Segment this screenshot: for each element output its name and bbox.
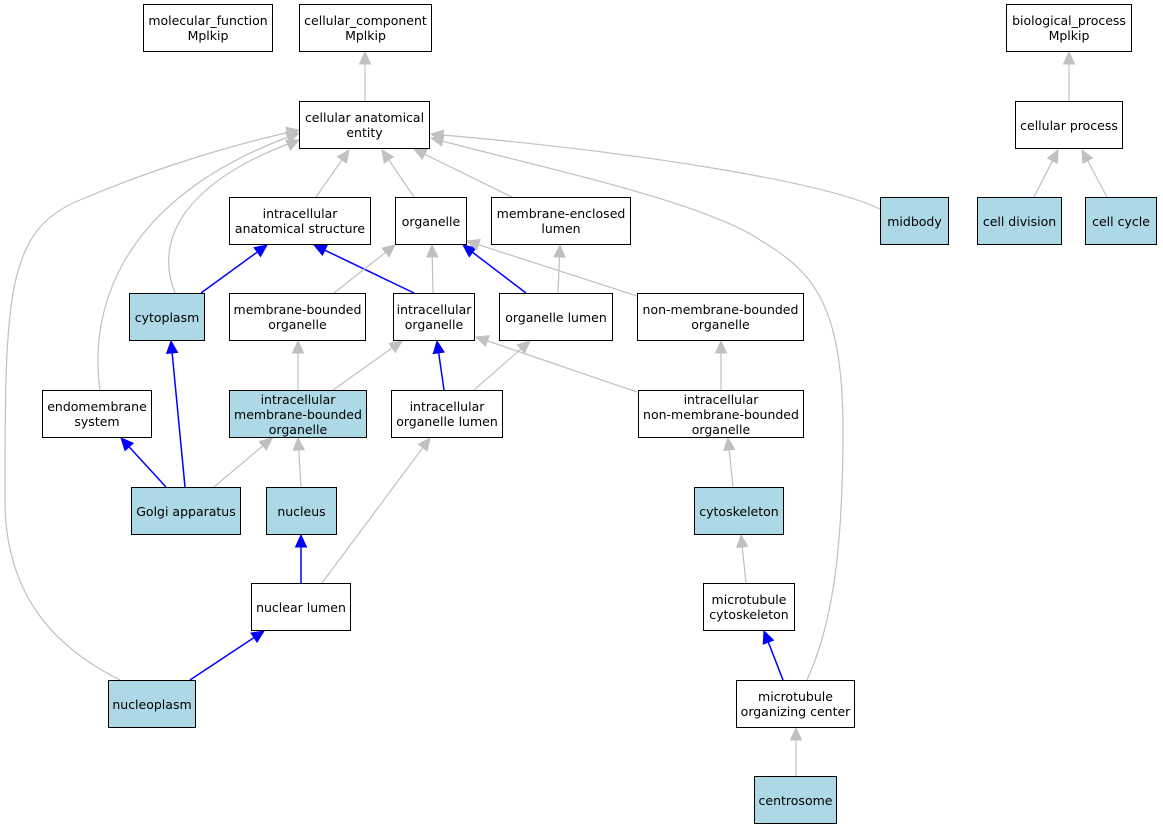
edge-intracellular-non-membrane-bounded-organelle-to-intracellular-organelle bbox=[487, 340, 638, 393]
node-intracellular-organelle-lumen[interactable]: intracellular organelle lumen bbox=[391, 390, 503, 438]
edge-cytoplasm-to-intracellular-anatomical-structure-arrowhead bbox=[253, 244, 268, 258]
edge-microtubule-organizing-center-to-microtubule-cytoskeleton bbox=[767, 641, 784, 681]
node-intracellular-non-membrane-bounded-organelle[interactable]: intracellular non-membrane-bounded organ… bbox=[638, 390, 804, 438]
node-intracellular-organelle[interactable]: intracellular organelle bbox=[393, 293, 475, 341]
node-non-membrane-bounded-organelle[interactable]: non-membrane-bounded organelle bbox=[637, 293, 804, 341]
edge-golgi-apparatus-to-cytoplasm bbox=[171, 352, 186, 488]
node-intracellular-membrane-bounded-organelle[interactable]: intracellular membrane-bounded organelle bbox=[229, 390, 367, 438]
edge-intracellular-organelle-to-intracellular-anatomical-structure bbox=[324, 249, 415, 294]
edge-intracellular-membrane-bounded-organelle-to-membrane-bounded-organelle-arrowhead bbox=[291, 339, 305, 354]
edge-nucleus-to-intracellular-membrane-bounded-organelle-arrowhead bbox=[292, 436, 306, 451]
node-centrosome[interactable]: centrosome bbox=[754, 776, 837, 824]
node-nucleus[interactable]: nucleus bbox=[266, 487, 337, 535]
node-cellular-anatomical-entity[interactable]: cellular anatomical entity bbox=[299, 101, 430, 149]
edge-golgi-apparatus-to-intracellular-membrane-bounded-organelle-arrowhead bbox=[258, 437, 273, 451]
edge-cytoplasm-to-cellular-anatomical-entity-arrowhead bbox=[285, 139, 301, 151]
node-cellular-process[interactable]: cellular process bbox=[1015, 101, 1123, 149]
edge-intracellular-anatomical-structure-to-cellular-anatomical-entity bbox=[315, 159, 343, 198]
edge-membrane-bounded-organelle-to-organelle bbox=[333, 251, 386, 294]
edge-nuclear-lumen-to-nucleus-arrowhead bbox=[294, 533, 308, 548]
edge-membrane-bounded-organelle-to-organelle-arrowhead bbox=[381, 244, 396, 258]
edge-cell-division-to-cellular-process bbox=[1033, 160, 1054, 198]
edge-cell-cycle-to-cellular-process-arrowhead bbox=[1081, 148, 1094, 164]
edge-organelle-lumen-to-membrane-enclosed-lumen bbox=[557, 256, 561, 294]
edge-intracellular-organelle-lumen-to-organelle-lumen bbox=[473, 348, 522, 391]
edge-golgi-apparatus-to-cytoplasm-arrowhead bbox=[165, 339, 179, 355]
edge-nuclear-lumen-to-intracellular-organelle-lumen bbox=[321, 447, 424, 584]
node-endomembrane-system[interactable]: endomembrane system bbox=[42, 390, 152, 438]
edge-nucleoplasm-to-nuclear-lumen bbox=[189, 636, 255, 681]
node-nucleoplasm[interactable]: nucleoplasm bbox=[108, 680, 196, 728]
edge-centrosome-to-microtubule-organizing-center-arrowhead bbox=[789, 726, 803, 741]
edge-microtubule-organizing-center-to-cellular-anatomical-entity-arrowhead bbox=[429, 134, 445, 147]
edge-nucleus-to-intracellular-membrane-bounded-organelle bbox=[298, 449, 302, 488]
node-membrane-enclosed-lumen[interactable]: membrane-enclosed lumen bbox=[491, 197, 631, 245]
edge-organelle-to-cellular-anatomical-entity bbox=[388, 159, 415, 198]
edge-golgi-apparatus-to-endomembrane-system bbox=[128, 446, 167, 488]
node-molecular-function[interactable]: molecular_function Mplkip bbox=[143, 4, 273, 52]
edge-cytoskeleton-to-intracellular-non-membrane-bounded-organelle bbox=[728, 449, 734, 488]
edge-non-membrane-bounded-organelle-to-organelle bbox=[478, 244, 638, 297]
node-nuclear-lumen[interactable]: nuclear lumen bbox=[251, 583, 351, 631]
edge-midbody-to-cellular-anatomical-entity bbox=[430, 133, 881, 210]
node-cytoskeleton[interactable]: cytoskeleton bbox=[694, 487, 784, 535]
node-cytoplasm[interactable]: cytoplasm bbox=[129, 293, 205, 341]
edge-microtubule-organizing-center-to-cellular-anatomical-entity bbox=[430, 137, 844, 681]
edge-intracellular-organelle-lumen-to-intracellular-organelle-arrowhead bbox=[432, 339, 445, 355]
node-midbody[interactable]: midbody bbox=[880, 197, 949, 245]
node-biological-process[interactable]: biological_process Mplkip bbox=[1006, 4, 1132, 52]
edge-intracellular-membrane-bounded-organelle-to-intracellular-organelle bbox=[332, 347, 393, 391]
node-microtubule-organizing-center[interactable]: microtubule organizing center bbox=[736, 680, 855, 728]
node-membrane-bounded-organelle[interactable]: membrane-bounded organelle bbox=[229, 293, 366, 341]
edge-nucleoplasm-to-cellular-anatomical-entity bbox=[4, 129, 300, 681]
edge-organelle-lumen-to-membrane-enclosed-lumen-arrowhead bbox=[553, 243, 566, 258]
edge-intracellular-organelle-to-organelle bbox=[431, 256, 434, 294]
edge-microtubule-cytoskeleton-to-cytoskeleton-arrowhead bbox=[736, 533, 749, 549]
edge-nuclear-lumen-to-intracellular-organelle-lumen-arrowhead bbox=[417, 437, 431, 452]
edge-nucleoplasm-to-cellular-anatomical-entity-arrowhead bbox=[285, 126, 301, 139]
edge-cytoplasm-to-cellular-anatomical-entity bbox=[168, 139, 300, 294]
edge-organelle-lumen-to-organelle bbox=[472, 251, 527, 294]
edge-membrane-enclosed-lumen-to-cellular-anatomical-entity-arrowhead bbox=[412, 148, 428, 161]
node-intracellular-anatomical-structure[interactable]: intracellular anatomical structure bbox=[229, 197, 371, 245]
node-organelle-lumen[interactable]: organelle lumen bbox=[499, 293, 613, 341]
edge-cell-cycle-to-cellular-process bbox=[1087, 160, 1108, 198]
edge-nucleoplasm-to-nuclear-lumen-arrowhead bbox=[250, 630, 266, 644]
node-organelle[interactable]: organelle bbox=[395, 197, 467, 245]
edge-intracellular-organelle-to-organelle-arrowhead bbox=[425, 243, 439, 258]
node-golgi-apparatus[interactable]: Golgi apparatus bbox=[131, 487, 241, 535]
edge-organelle-to-cellular-anatomical-entity-arrowhead bbox=[381, 149, 395, 164]
node-cellular-component[interactable]: cellular_component Mplkip bbox=[299, 4, 432, 52]
edge-intracellular-non-membrane-bounded-organelle-to-non-membrane-bounded-organelle-arrowhead bbox=[714, 339, 728, 354]
edge-intracellular-organelle-lumen-to-organelle-lumen-arrowhead bbox=[516, 340, 531, 354]
edge-microtubule-cytoskeleton-to-cytoskeleton bbox=[741, 546, 747, 584]
node-microtubule-cytoskeleton[interactable]: microtubule cytoskeleton bbox=[703, 583, 795, 631]
edge-cellular-process-to-biological-process-arrowhead bbox=[1062, 50, 1076, 65]
edge-golgi-apparatus-to-intracellular-membrane-bounded-organelle bbox=[213, 445, 264, 488]
edge-endomembrane-system-to-cellular-anatomical-entity bbox=[97, 132, 300, 391]
edge-intracellular-anatomical-structure-to-cellular-anatomical-entity-arrowhead bbox=[336, 149, 350, 164]
edge-intracellular-non-membrane-bounded-organelle-to-intracellular-organelle-arrowhead bbox=[474, 335, 490, 347]
edge-cytoskeleton-to-intracellular-non-membrane-bounded-organelle-arrowhead bbox=[723, 436, 736, 452]
edge-intracellular-membrane-bounded-organelle-to-intracellular-organelle-arrowhead bbox=[388, 340, 403, 354]
edge-cytoplasm-to-intracellular-anatomical-structure bbox=[200, 251, 258, 294]
edge-intracellular-organelle-lumen-to-intracellular-organelle bbox=[437, 352, 445, 391]
edge-cellular-anatomical-entity-to-cellular-component-arrowhead bbox=[358, 50, 372, 65]
node-cell-cycle[interactable]: cell cycle bbox=[1085, 197, 1157, 245]
edge-membrane-enclosed-lumen-to-cellular-anatomical-entity bbox=[424, 153, 513, 198]
node-cell-division[interactable]: cell division bbox=[977, 197, 1062, 245]
